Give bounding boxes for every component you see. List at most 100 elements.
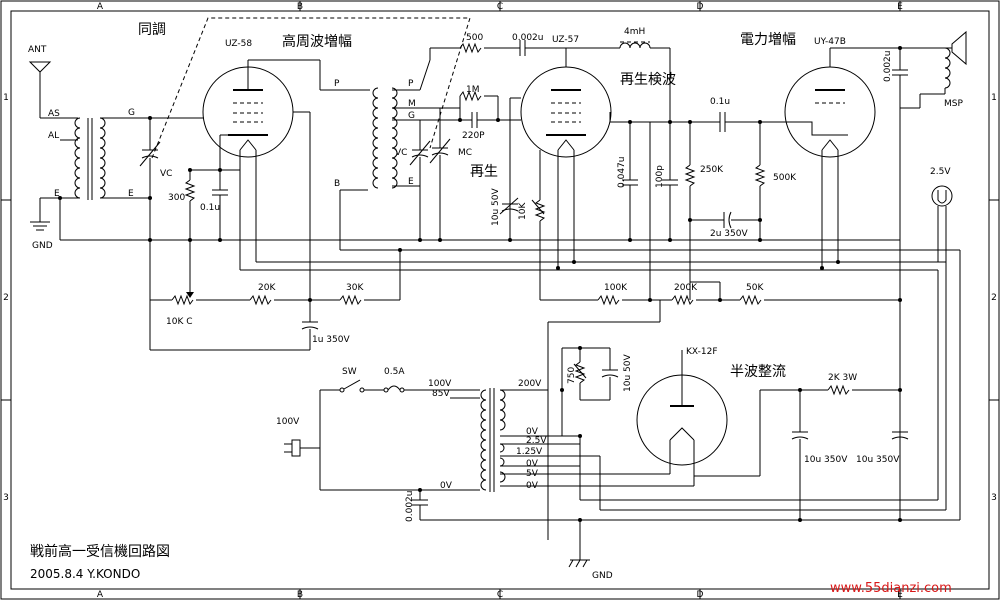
r250k-label: 250K bbox=[700, 165, 724, 175]
grid-top-d: D bbox=[697, 2, 704, 12]
c220p-label: 220P bbox=[462, 131, 485, 141]
coupling: 0.1u 250K 500K 2u 350V bbox=[684, 97, 800, 300]
grid-right-3: 3 bbox=[991, 493, 997, 503]
grid-bottom-c: C bbox=[497, 590, 503, 600]
v25-label: 2.5V bbox=[930, 167, 951, 177]
tube-kx12f: KX-12F 半波整流 bbox=[636, 347, 828, 487]
grid-top-e: E bbox=[897, 2, 903, 12]
ant-label: ANT bbox=[28, 45, 47, 55]
tube-uz58: UZ-58 高周波増幅 bbox=[202, 33, 352, 158]
pilot-lamp-icon bbox=[931, 185, 953, 207]
fuse-icon bbox=[387, 385, 401, 391]
tuning-title: 同調 bbox=[138, 22, 166, 38]
grid-bottom-a: A bbox=[97, 590, 104, 600]
speaker-icon bbox=[951, 30, 967, 66]
title-block: 戦前高一受信機回路図 2005.8.4 Y.KONDO www.55dianzi… bbox=[30, 543, 952, 596]
detector-wiring: 500 0.002u 4mH 1M 220P 10K bbox=[429, 27, 720, 300]
regen-title: 再生 bbox=[470, 164, 498, 180]
antenna-icon bbox=[28, 61, 52, 73]
filter: 2K 3W 10u 350V 10u 350V bbox=[791, 373, 960, 522]
rectifier-title: 半波整流 bbox=[730, 364, 786, 380]
grid-labels: A B C D E A B C D E 1 2 3 1 2 3 bbox=[3, 2, 997, 600]
s125v-label: 1.25V bbox=[516, 447, 543, 457]
r30k-label: 30K bbox=[346, 283, 364, 293]
author-line: 2005.8.4 Y.KONDO bbox=[30, 567, 140, 581]
c2u350v-label: 2u 350V bbox=[710, 229, 748, 239]
diagram-title: 戦前高一受信機回路図 bbox=[30, 543, 170, 560]
m-label: M bbox=[408, 99, 416, 109]
grid-top-b: B bbox=[297, 2, 303, 12]
v100-label: 100V bbox=[428, 379, 452, 389]
antenna-stage: ANT AS AL G E E GND VC bbox=[28, 45, 172, 251]
grid-right-1: 1 bbox=[991, 93, 997, 103]
p1-label: P bbox=[334, 79, 340, 89]
g2-label: G bbox=[408, 111, 415, 121]
divider-row: 10K C 20K 30K 1u 350V 100K 200K 50K bbox=[149, 122, 902, 540]
bus-wiring bbox=[59, 198, 961, 520]
plug-icon bbox=[291, 439, 301, 457]
r2k3w-label: 2K 3W bbox=[828, 373, 857, 383]
c0047u-label: 0.047u bbox=[617, 157, 627, 188]
l4mh-label: 4mH bbox=[624, 27, 645, 37]
tube-uz57: UZ-57 再生検波 bbox=[520, 35, 676, 158]
vc1-label: VC bbox=[160, 169, 172, 179]
c10u350v-b-label: 10u 350V bbox=[856, 455, 900, 465]
sw-label: SW bbox=[342, 367, 357, 377]
r300-label: 300 bbox=[168, 193, 185, 203]
power-supply: 100V SW 0.5A 100V 85V 0V 0.002u bbox=[276, 346, 946, 581]
c0002u-a-label: 0.002u bbox=[512, 33, 543, 43]
grid-top-a: A bbox=[97, 2, 104, 12]
watermark: www.55dianzi.com bbox=[830, 581, 952, 596]
grid-left-2: 2 bbox=[3, 293, 9, 303]
v0-pri-label: 0V bbox=[440, 481, 453, 491]
grid-bottom-e: E bbox=[897, 590, 903, 600]
grid-right-2: 2 bbox=[991, 293, 997, 303]
c10u350v-a-label: 10u 350V bbox=[804, 455, 848, 465]
fuse-label: 0.5A bbox=[384, 367, 405, 377]
v200-label: 200V bbox=[518, 379, 542, 389]
b-label: B bbox=[334, 179, 340, 189]
switch-icon bbox=[343, 379, 361, 390]
e3-label: E bbox=[408, 177, 414, 187]
r10kc-label: 10K C bbox=[166, 317, 193, 327]
al-label: AL bbox=[48, 131, 59, 141]
grid-bottom-d: D bbox=[697, 590, 704, 600]
v3-label: UY-47B bbox=[814, 37, 846, 47]
v4-label: KX-12F bbox=[686, 347, 718, 357]
s5v-label: 5V bbox=[526, 469, 539, 479]
speaker-section: 0.002u MSP 2.5V bbox=[830, 30, 967, 520]
c1u350v-label: 1u 350V bbox=[312, 335, 350, 345]
grid-left-3: 3 bbox=[3, 493, 9, 503]
r50k-label: 50K bbox=[746, 283, 764, 293]
tube-uy47b: UY-47B 電力増幅 bbox=[740, 32, 876, 268]
rf-amp-wiring: P 300 0.1u bbox=[150, 59, 370, 300]
c01u-a-label: 0.1u bbox=[200, 203, 220, 213]
r500k-label: 500K bbox=[773, 173, 797, 183]
c0002u-b-label: 0.002u bbox=[883, 51, 893, 82]
gnd-bottom-label: GND bbox=[592, 571, 613, 581]
vc2-label: VC bbox=[395, 148, 407, 158]
r10k-label: 10K bbox=[518, 202, 528, 220]
e2-label: E bbox=[128, 189, 134, 199]
as-label: AS bbox=[48, 109, 60, 119]
c0002u-c-label: 0.002u bbox=[405, 491, 415, 522]
v85-label: 85V bbox=[432, 389, 450, 399]
regen-det-title: 再生検波 bbox=[620, 72, 676, 88]
r500-label: 500 bbox=[466, 33, 483, 43]
v1-label: UZ-58 bbox=[225, 39, 252, 49]
s0v-c-label: 0V bbox=[526, 481, 539, 491]
grid-left-1: 1 bbox=[3, 93, 9, 103]
grid-top-c: C bbox=[497, 2, 503, 12]
mc-label: MC bbox=[458, 148, 472, 158]
grid-bottom-b: B bbox=[297, 590, 303, 600]
gnd-top-label: GND bbox=[32, 241, 53, 251]
c01u-b-label: 0.1u bbox=[710, 97, 730, 107]
c10u50v-a-label: 10u 50V bbox=[491, 188, 501, 226]
e1-label: E bbox=[54, 189, 60, 199]
p2-label: P bbox=[408, 79, 414, 89]
v2-label: UZ-57 bbox=[552, 35, 579, 45]
r100k-label: 100K bbox=[604, 283, 628, 293]
r20k-label: 20K bbox=[258, 283, 276, 293]
